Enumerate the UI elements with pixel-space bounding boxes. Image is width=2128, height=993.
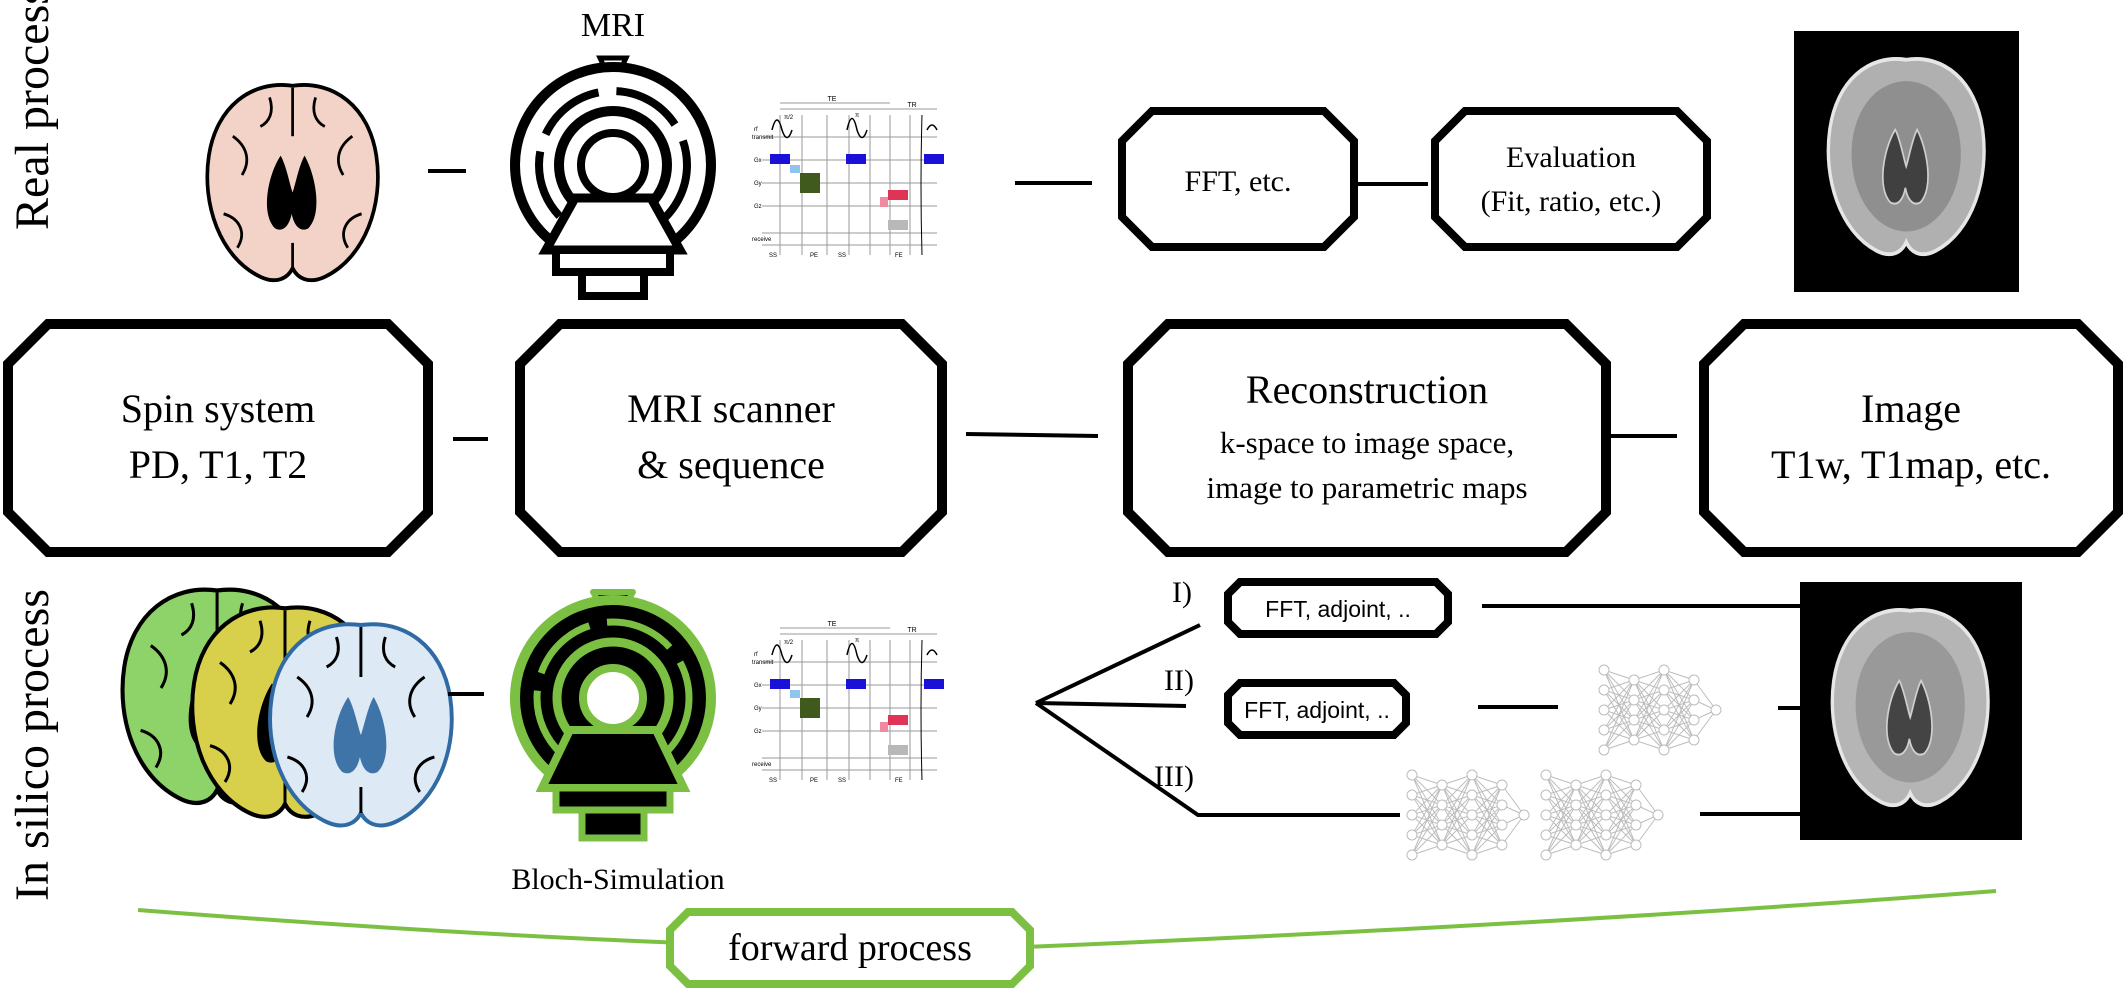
spin-system-params: PD, T1, T2 — [129, 442, 308, 487]
seq2-pe-label: PE — [810, 778, 818, 784]
real-brain-icon — [205, 83, 380, 283]
seq2-gz-label: Gz — [754, 729, 762, 735]
seq-pe-label: PE — [810, 253, 818, 259]
connector-scanner-recon — [965, 432, 1099, 438]
seq2-receive-label: receive — [752, 762, 772, 768]
seq-ss2-label: SS — [838, 253, 846, 259]
reconstruction-detail-1: k-space to image space, — [1220, 425, 1514, 460]
mri-label: MRI — [581, 7, 645, 44]
seq2-pi-label: π — [855, 638, 859, 644]
fft-box: FFT, etc. — [1118, 107, 1358, 251]
mri-scanner-sequence-box: MRI scanner & sequence — [515, 319, 947, 557]
evaluation-detail: (Fit, ratio, etc.) — [1481, 185, 1662, 218]
reconstruction-label: Reconstruction — [1246, 367, 1488, 412]
seq-ss-label: SS — [769, 253, 777, 259]
pulse-sequence-diagram-silico: TE TR π/2 π rf transmit Gx Gy Gz receive… — [752, 621, 945, 784]
seq-gx-label: Gx — [754, 158, 762, 164]
row-label-insilico: In silico process — [6, 589, 59, 901]
seq2-gx-label: Gx — [754, 683, 762, 689]
forward-process-label: forward process — [728, 927, 972, 969]
image-types: T1w, T1map, etc. — [1771, 442, 2051, 487]
seq2-te-label: TE — [828, 621, 837, 628]
seq2-pi2-label: π/2 — [784, 640, 794, 646]
neural-network-icon-path2 — [1598, 664, 1722, 756]
path-label-1: I) — [1172, 576, 1192, 609]
neural-network-icon-path3b — [1540, 769, 1664, 861]
brain-stack-icon — [123, 590, 454, 828]
fft-adjoint-label-1: FFT, adjoint, .. — [1265, 596, 1411, 622]
mr-image-silico — [1800, 582, 2022, 840]
seq-pi-label: π — [855, 113, 859, 119]
seq2-fe-label: FE — [895, 778, 903, 784]
mr-image-real — [1794, 31, 2019, 292]
bloch-simulation-label: Bloch-Simulation — [511, 863, 724, 896]
evaluation-label: Evaluation — [1506, 141, 1636, 174]
seq-fe-label: FE — [895, 253, 903, 259]
forward-process-curve — [137, 889, 1997, 951]
branch-lines — [1034, 623, 1400, 817]
fft-adjoint-box-2: FFT, adjoint, .. — [1224, 679, 1410, 739]
seq-gz-label: Gz — [754, 204, 762, 210]
fft-label: FFT, etc. — [1185, 165, 1292, 198]
seq-gy-label: Gy — [754, 181, 762, 187]
sequence-label: & sequence — [637, 442, 825, 487]
seq-receive-label: receive — [752, 237, 772, 243]
mri-scanner-label: MRI scanner — [627, 386, 835, 431]
fft-adjoint-label-2: FFT, adjoint, .. — [1244, 697, 1390, 723]
spin-system-box: Spin system PD, T1, T2 — [3, 319, 433, 557]
seq-transmit-label: transmit — [752, 135, 774, 141]
path-label-2: II) — [1164, 664, 1194, 697]
seq-tr-label: TR — [907, 102, 916, 109]
evaluation-box: Evaluation (Fit, ratio, etc.) — [1431, 107, 1711, 251]
image-box: Image T1w, T1map, etc. — [1699, 319, 2123, 557]
seq2-ss-label: SS — [769, 778, 777, 784]
seq2-transmit-label: transmit — [752, 660, 774, 666]
seq2-gy-label: Gy — [754, 706, 762, 712]
reconstruction-detail-2: image to parametric maps — [1206, 470, 1527, 505]
forward-process-box: forward process — [666, 908, 1034, 988]
seq-rf-label: rf — [754, 127, 758, 133]
row-label-real: Real process — [6, 0, 59, 230]
path-label-3: III) — [1154, 760, 1194, 793]
seq2-ss2-label: SS — [838, 778, 846, 784]
reconstruction-box: Reconstruction k-space to image space, i… — [1123, 319, 1611, 557]
spin-system-label: Spin system — [121, 386, 315, 431]
seq2-tr-label: TR — [907, 627, 916, 634]
bloch-simulation-scanner-icon: Bloch-Simulation — [510, 589, 725, 896]
image-label: Image — [1861, 386, 1961, 431]
pulse-sequence-diagram-real: TE TR π/2 π rf transmit Gx Gy Gz receive… — [752, 96, 945, 259]
neural-network-icon-path3a — [1406, 769, 1530, 861]
mri-scanner-icon: MRI — [510, 7, 716, 300]
seq-pi2-label: π/2 — [784, 115, 794, 121]
seq-te-label: TE — [828, 96, 837, 103]
seq2-rf-label: rf — [754, 652, 758, 658]
fft-adjoint-box-1: FFT, adjoint, .. — [1224, 578, 1452, 638]
